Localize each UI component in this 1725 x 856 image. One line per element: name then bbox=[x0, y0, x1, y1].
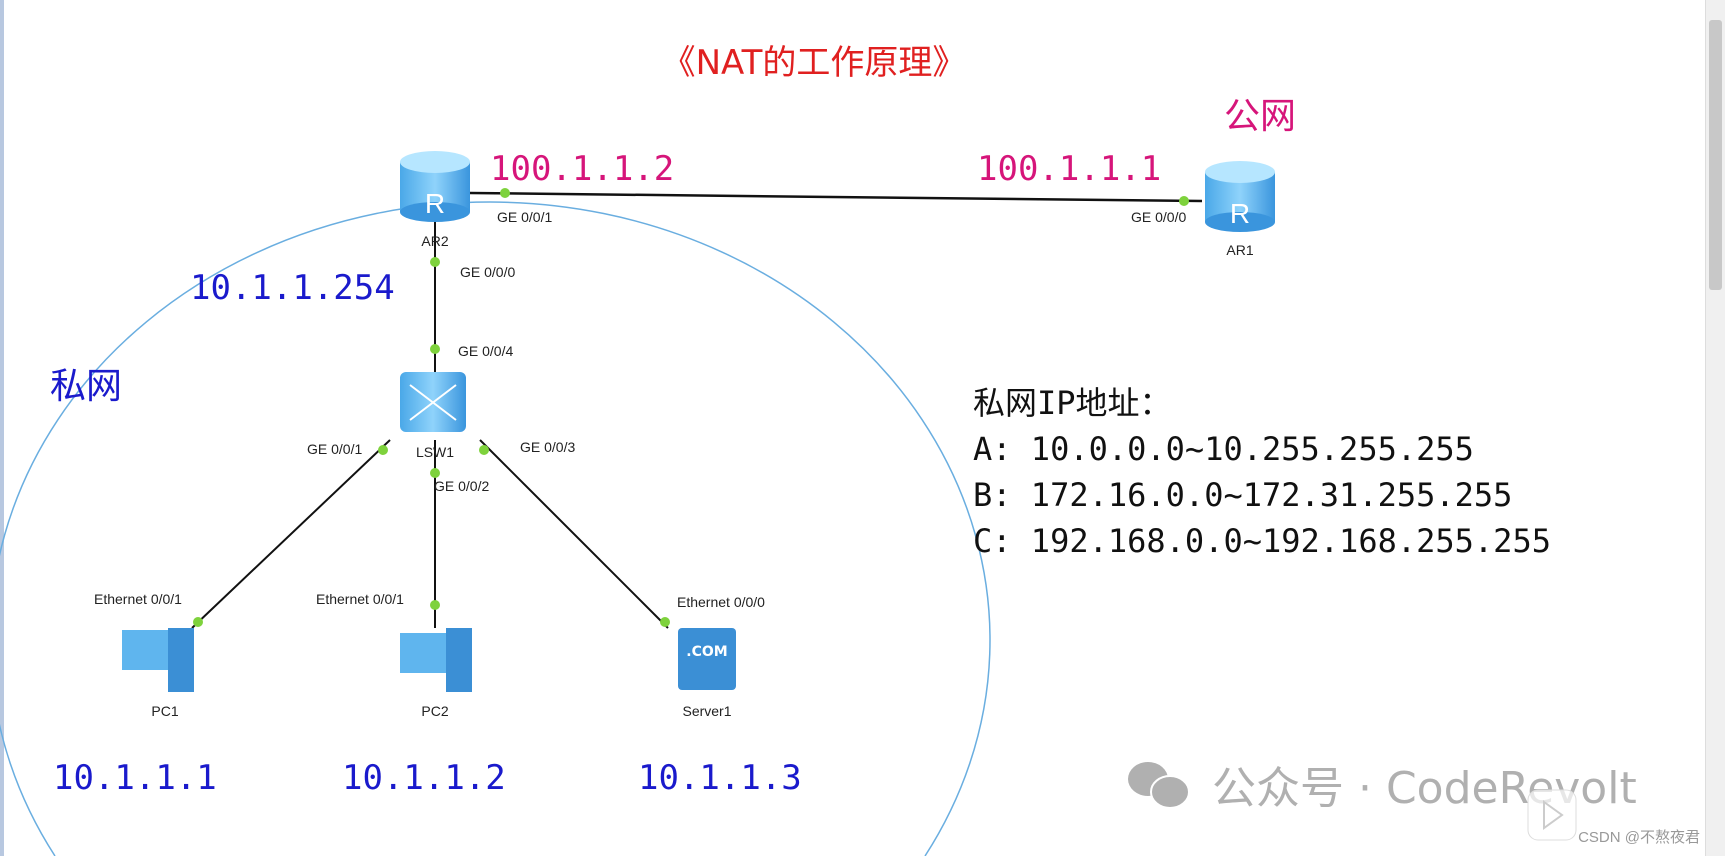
port-label: GE 0/0/2 bbox=[434, 478, 489, 494]
ip-ar2-public: 100.1.1.2 bbox=[490, 149, 674, 189]
private-network-label: 私网 bbox=[50, 366, 122, 407]
label-pc2: PC2 bbox=[421, 703, 448, 719]
vertical-scrollbar[interactable] bbox=[1705, 0, 1725, 856]
video-play-button[interactable] bbox=[1527, 789, 1577, 841]
label-server1: Server1 bbox=[682, 703, 731, 719]
label-ar1: AR1 bbox=[1226, 242, 1253, 258]
range-c: C: 192.168.0.0~192.168.255.255 bbox=[973, 522, 1551, 560]
router-icon: R bbox=[425, 188, 445, 219]
port-dots bbox=[193, 188, 1189, 627]
port-label: GE 0/0/4 bbox=[458, 343, 513, 359]
label-lsw1: LSW1 bbox=[416, 444, 454, 460]
ip-pc1: 10.1.1.1 bbox=[53, 758, 217, 798]
router-icon: R bbox=[1230, 198, 1250, 229]
pc2[interactable] bbox=[400, 628, 472, 692]
play-icon bbox=[1543, 800, 1564, 830]
wechat-icon bbox=[1128, 762, 1190, 809]
port-label: Ethernet 0/0/1 bbox=[316, 591, 404, 607]
label-ar2: AR2 bbox=[421, 233, 448, 249]
router-ar1[interactable]: R bbox=[1205, 161, 1275, 232]
server1[interactable]: .COM bbox=[678, 628, 736, 690]
ranges-heading: 私网IP地址： bbox=[973, 384, 1172, 422]
port-label: Ethernet 0/0/0 bbox=[677, 594, 765, 610]
private-ip-ranges: 私网IP地址： A: 10.0.0.0~10.255.255.255 B: 17… bbox=[973, 384, 1551, 560]
port-label: GE 0/0/0 bbox=[460, 264, 515, 280]
left-border bbox=[0, 0, 4, 856]
switch-lsw1[interactable] bbox=[400, 372, 466, 432]
ip-server1: 10.1.1.3 bbox=[638, 758, 802, 798]
ip-pc2: 10.1.1.2 bbox=[342, 758, 506, 798]
ip-ar1-public: 100.1.1.1 bbox=[977, 149, 1161, 189]
ip-ar2-private: 10.1.1.254 bbox=[190, 268, 395, 308]
csdn-watermark: CSDN @不熬夜君 bbox=[1578, 828, 1700, 846]
private-network-boundary bbox=[0, 201, 991, 856]
port-label: GE 0/0/0 bbox=[1131, 209, 1186, 225]
range-a: A: 10.0.0.0~10.255.255.255 bbox=[973, 430, 1474, 468]
router-ar2[interactable]: R bbox=[400, 151, 470, 222]
server-icon: .COM bbox=[686, 644, 727, 660]
page-title: 《NAT的工作原理》 bbox=[662, 43, 967, 83]
pc1[interactable] bbox=[122, 628, 194, 692]
port-label: Ethernet 0/0/1 bbox=[94, 591, 182, 607]
range-b: B: 172.16.0.0~172.31.255.255 bbox=[973, 476, 1512, 514]
port-label: GE 0/0/3 bbox=[520, 439, 575, 455]
label-pc1: PC1 bbox=[151, 703, 178, 719]
port-label: GE 0/0/1 bbox=[307, 441, 362, 457]
scrollbar-thumb[interactable] bbox=[1709, 20, 1722, 290]
port-label: GE 0/0/1 bbox=[497, 209, 552, 225]
switch-icon bbox=[409, 384, 457, 421]
public-network-label: 公网 bbox=[1224, 96, 1296, 137]
